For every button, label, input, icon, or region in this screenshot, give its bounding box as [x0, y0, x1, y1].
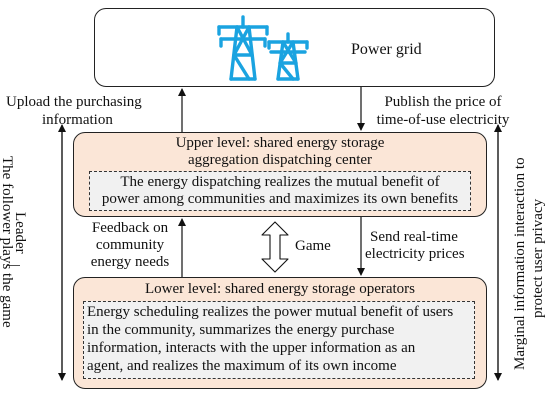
privacy-label-line2: protect user privacy — [530, 198, 546, 318]
upload-label-line2: information — [42, 112, 113, 128]
lower-description-line1: Energy scheduling realizes the power mut… — [87, 304, 454, 320]
lower-description-line2: in the community, summarizes the energy … — [87, 322, 395, 338]
power-grid-box: Power grid — [94, 8, 495, 87]
upper-level-box: Upper level: shared energy storage aggre… — [73, 132, 487, 217]
send-label-line1: Send real-time — [370, 229, 458, 245]
transmission-tower-icon — [217, 15, 309, 81]
lower-description-box: Energy scheduling realizes the power mut… — [83, 301, 475, 379]
send-label-line2: electricity prices — [365, 246, 465, 262]
lower-level-box: Lower level: shared energy storage opera… — [73, 277, 487, 389]
power-grid-label: Power grid — [351, 41, 422, 58]
upper-description-line1: The energy dispatching realizes the mutu… — [120, 174, 440, 190]
lower-description-line3: information, interacts with the upper in… — [87, 340, 416, 356]
publish-label-line2: time-of-use electricity — [376, 112, 510, 128]
upper-title-line1: Upper level: shared energy storage — [175, 135, 385, 151]
feedback-label-line3: energy needs — [90, 254, 170, 270]
feedback-label-line2: community — [95, 237, 165, 253]
upload-label-line1: Upload the purchasing — [6, 94, 142, 110]
lower-title: Lower level: shared energy storage opera… — [144, 281, 416, 297]
game-double-arrow — [261, 221, 289, 273]
follower-label: The follower plays the game — [0, 156, 15, 328]
lower-description-line4: agent, and realizes the maximum of its o… — [87, 358, 397, 374]
upper-description-box: The energy dispatching realizes the mutu… — [89, 171, 471, 211]
upper-title-line2: aggregation dispatching center — [187, 152, 373, 168]
privacy-label-line1: Marginal information interaction to — [512, 157, 528, 370]
upper-description-line2: power among communities and maximizes it… — [101, 191, 459, 207]
feedback-label-line1: Feedback on — [91, 220, 169, 236]
game-label: Game — [295, 238, 331, 254]
publish-label-line1: Publish the price of — [384, 94, 502, 110]
